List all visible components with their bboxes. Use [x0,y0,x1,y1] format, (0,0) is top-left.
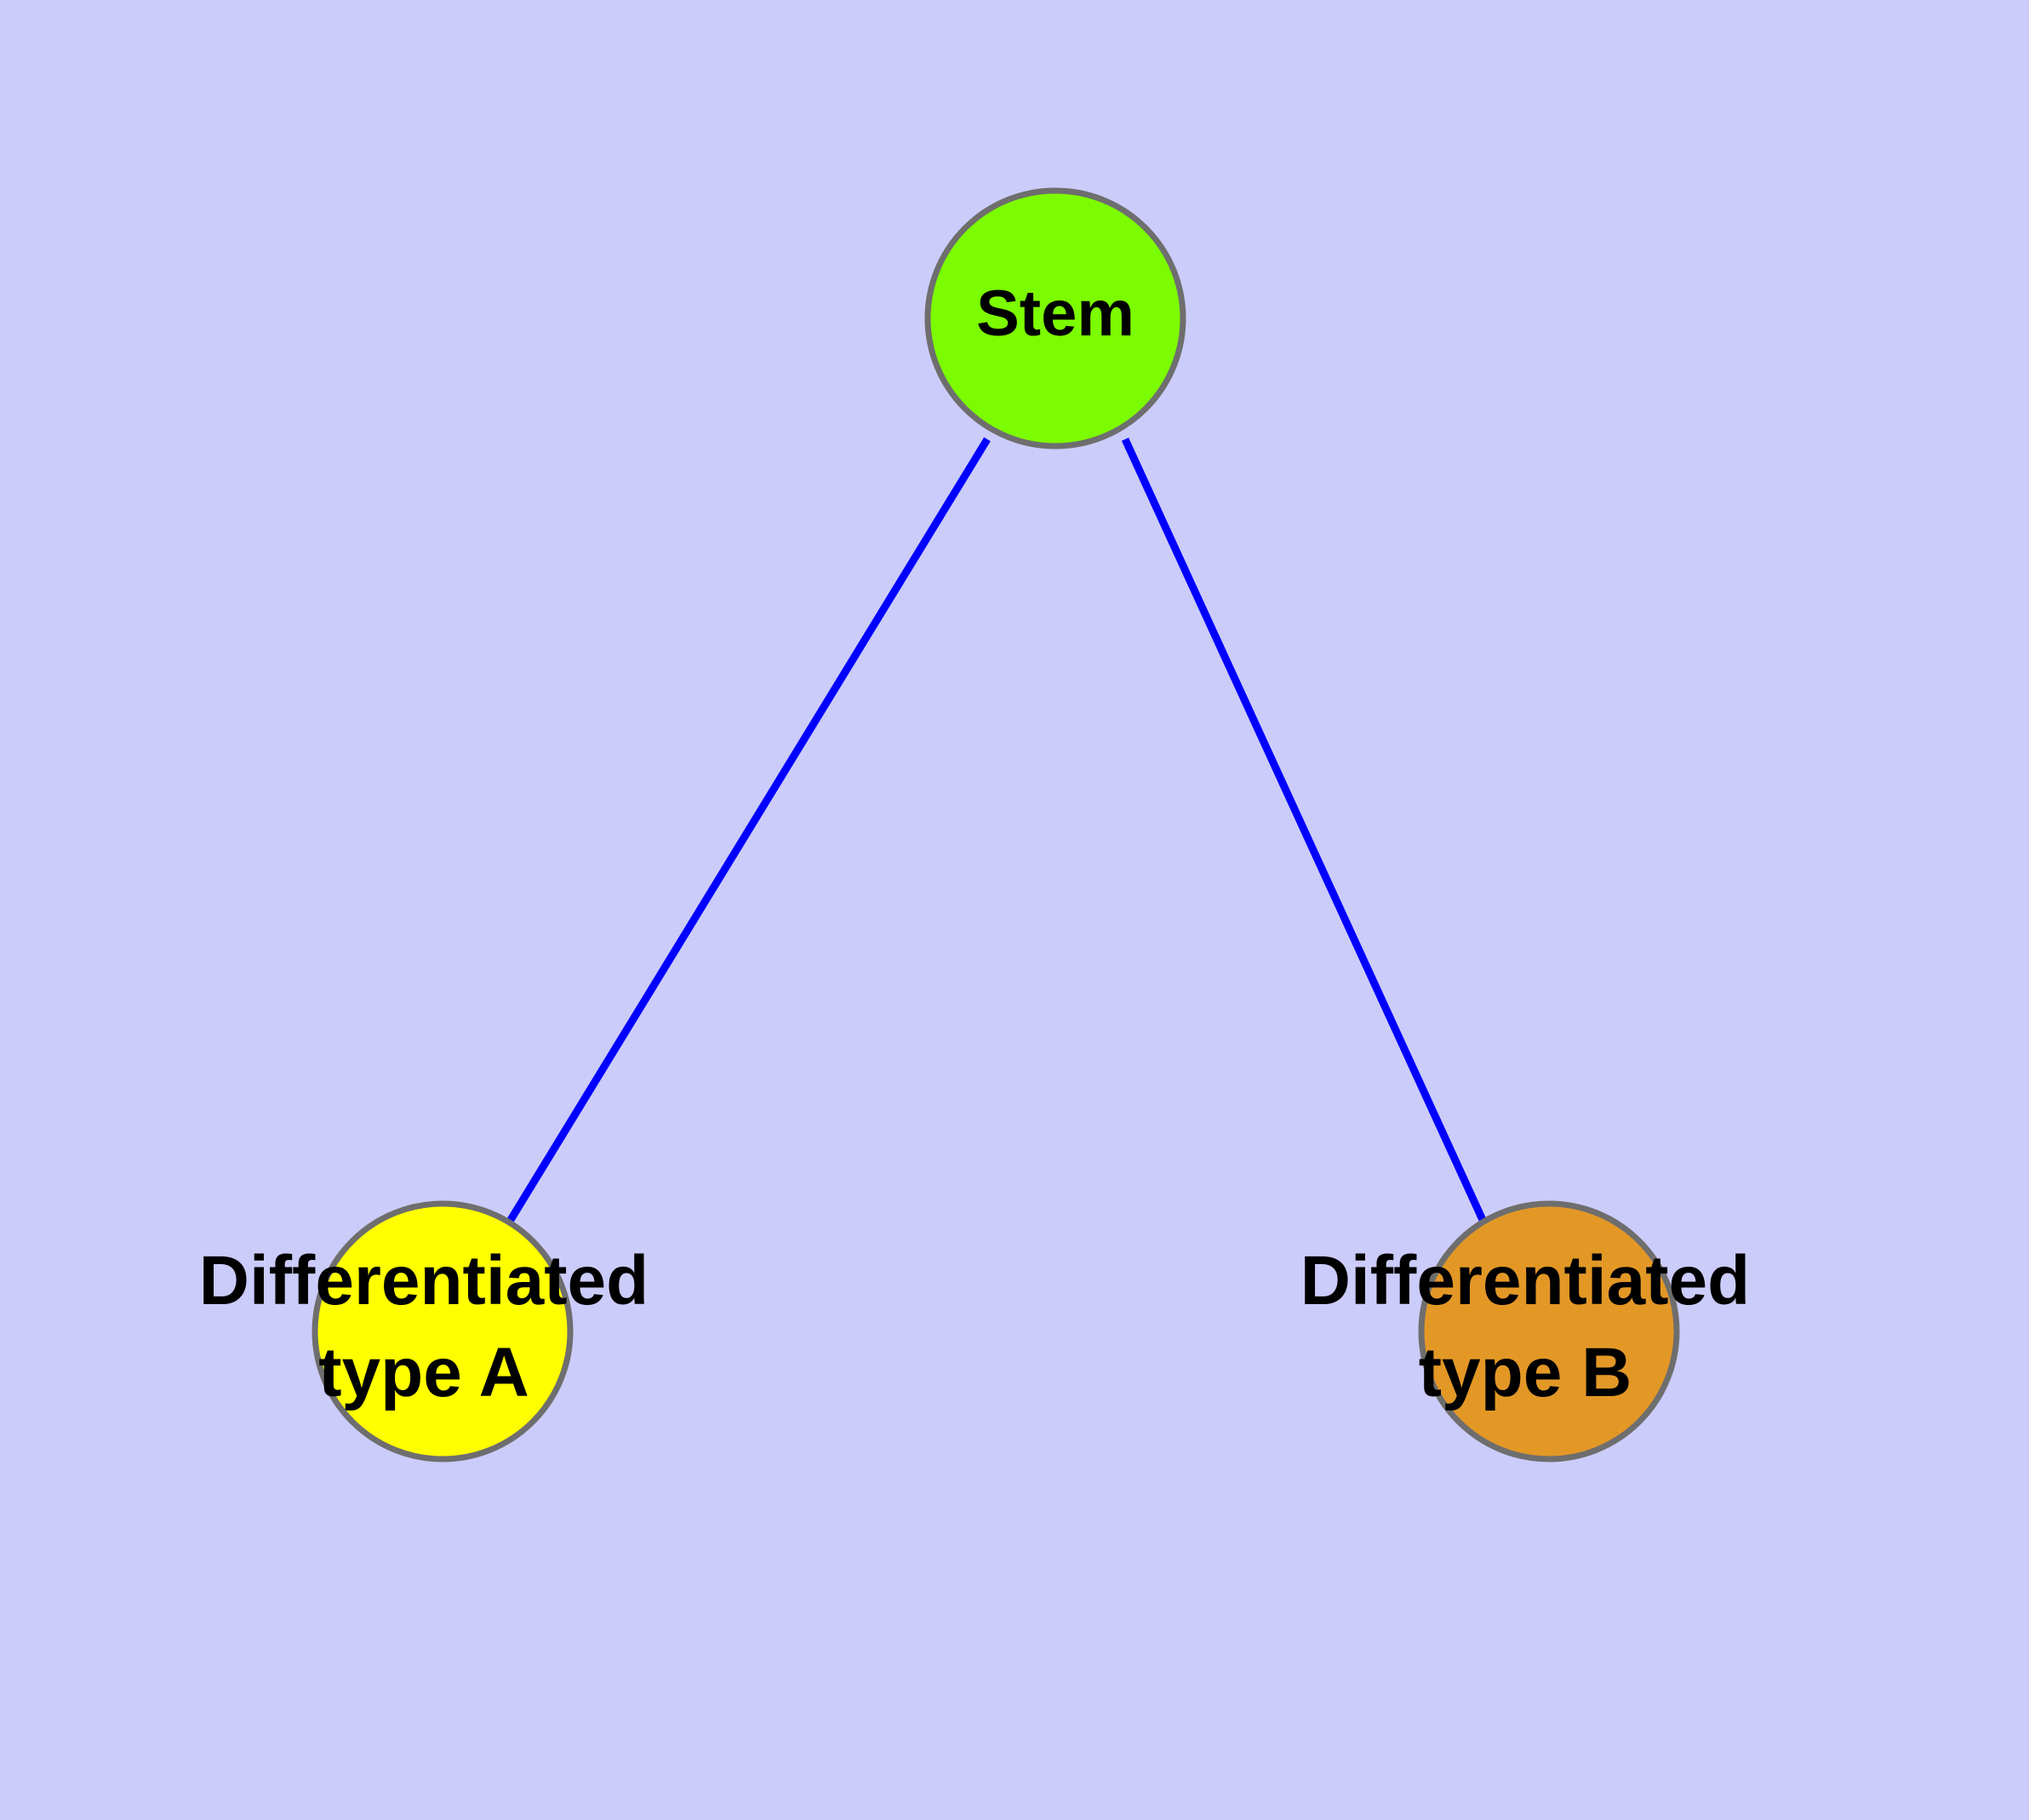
node-label-line: Differentiated [199,1242,649,1319]
node-diff-a[interactable] [311,1200,574,1462]
node-label-line: type B [1419,1334,1632,1411]
node-label-line: Differentiated [1300,1242,1751,1319]
node-stem[interactable] [924,187,1186,449]
nodes-layer [311,187,1680,1462]
node-label-line: type A [318,1334,529,1411]
node-label-diff-b: Differentiated type B [1300,1242,1751,1411]
edge-stem-to-diff-a[interactable] [507,437,991,1222]
node-label-stem: Stem [976,278,1135,350]
edges-layer [507,437,1487,1222]
edge-stem-to-diff-b[interactable] [1121,438,1487,1222]
node-label-line: Stem [976,278,1135,350]
node-diff-b[interactable] [1418,1200,1680,1462]
node-label-diff-a: Differentiated type A [199,1242,649,1411]
